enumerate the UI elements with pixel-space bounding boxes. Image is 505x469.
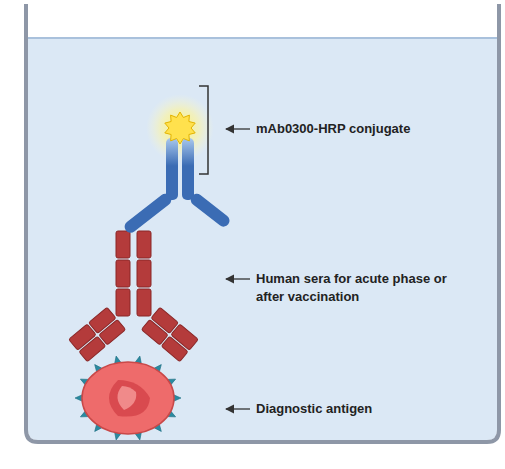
bracket [199, 86, 208, 174]
antigen-cell [82, 362, 174, 434]
leader-arrow [226, 128, 250, 129]
callout-label: mAb0300-HRP conjugate [256, 120, 456, 138]
antigen-shading [109, 380, 150, 417]
callout-label: Human sera for acute phase or after vacc… [256, 270, 452, 306]
liquid-surface [28, 37, 497, 39]
human-antibody [69, 231, 199, 362]
leader-arrow [226, 278, 250, 279]
well-wall [26, 4, 499, 442]
callout-label: Diagnostic antigen [256, 400, 456, 418]
antigen-highlight [117, 386, 136, 410]
detection-antibody [122, 94, 232, 235]
leader-arrow [226, 408, 250, 409]
antigen-spikes [75, 355, 181, 441]
hrp-enzyme [165, 112, 195, 144]
well-liquid [28, 38, 497, 440]
